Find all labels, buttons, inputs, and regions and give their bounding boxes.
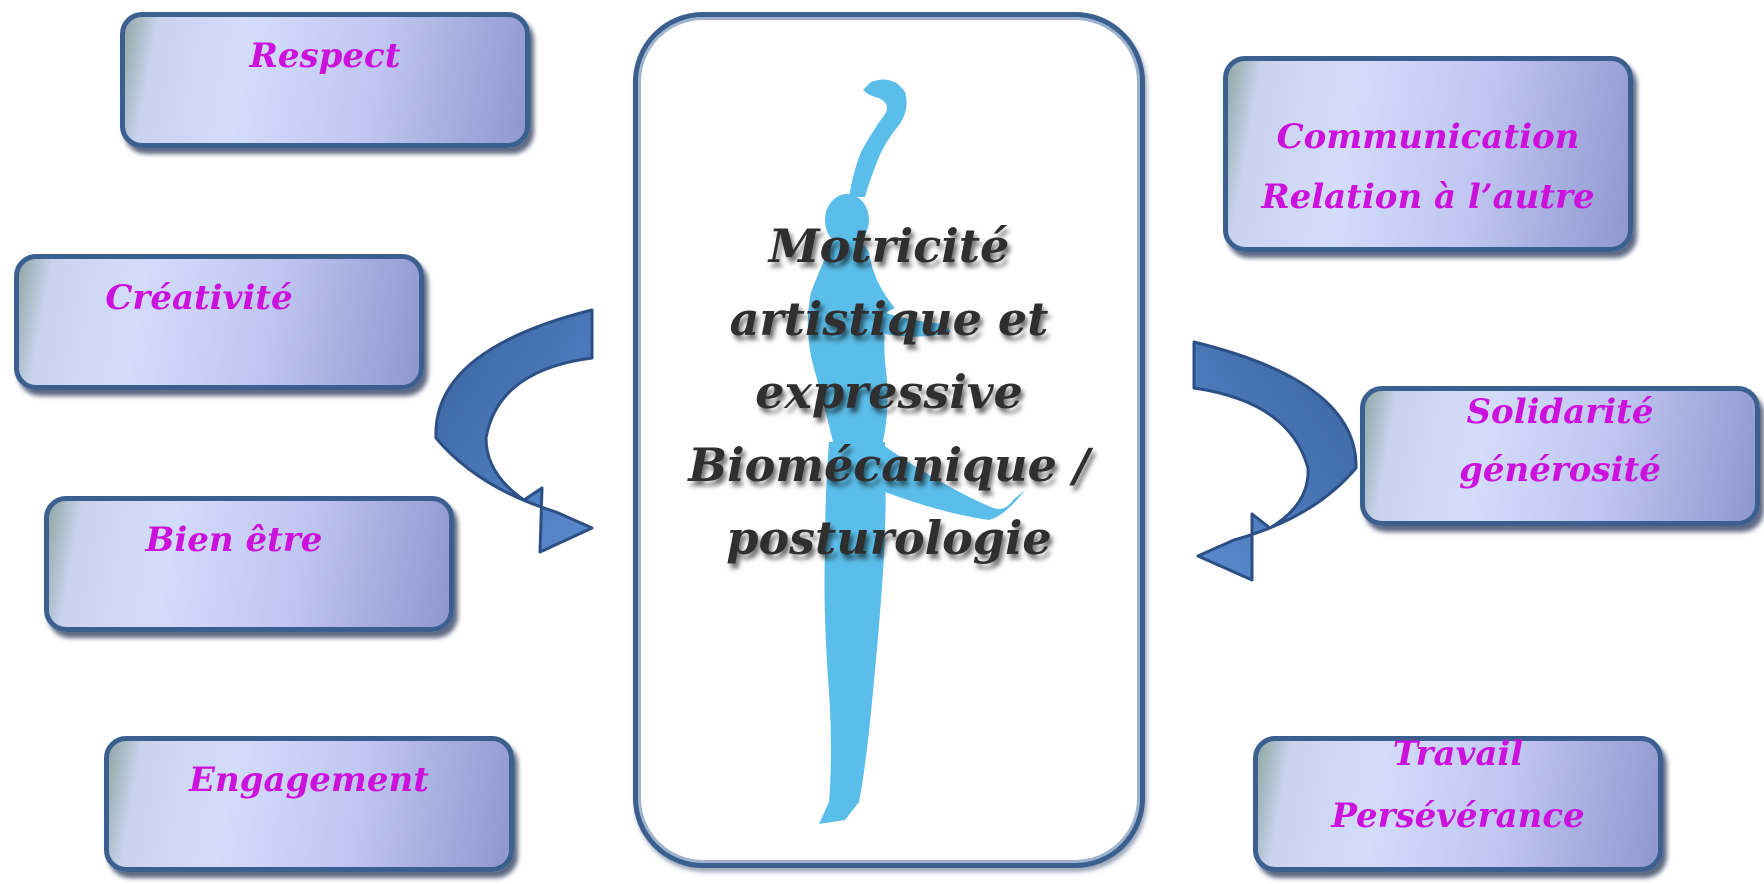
center-line: Motricité	[768, 219, 1010, 273]
value-box-respect: Respect	[120, 12, 530, 148]
value-label: Travail	[1392, 734, 1524, 774]
center-title: Motricité artistique et expressive Biomé…	[633, 210, 1145, 575]
value-box-creativite: Créativité	[14, 254, 424, 390]
value-box-bien-etre: Bien être	[44, 496, 454, 632]
value-label: Solidarité	[1466, 392, 1654, 432]
center-line: posturologie	[726, 511, 1052, 565]
center-line: artistique et	[729, 292, 1049, 346]
center-panel	[633, 12, 1145, 868]
value-label: Créativité	[105, 278, 293, 318]
value-label: générosité	[1459, 450, 1661, 490]
value-label: Respect	[249, 36, 401, 76]
value-box-communication: Communication Relation à l’autre	[1223, 56, 1633, 252]
center-line: Biomécanique /	[688, 438, 1090, 492]
value-box-solidarite: Solidarité générosité	[1360, 386, 1760, 526]
dancer-silhouette-icon	[807, 79, 1025, 824]
value-box-engagement: Engagement	[104, 736, 514, 872]
curved-arrow-left-icon	[1192, 340, 1358, 582]
center-line: expressive	[755, 365, 1023, 419]
value-label: Engagement	[189, 760, 429, 800]
value-label: Persévérance	[1331, 796, 1585, 836]
value-label: Relation à l’autre	[1261, 177, 1595, 217]
value-label: Communication	[1276, 117, 1580, 157]
value-label: Bien être	[145, 520, 323, 560]
value-box-travail: Travail Persévérance	[1253, 734, 1663, 872]
curved-arrow-right-icon	[434, 308, 594, 554]
